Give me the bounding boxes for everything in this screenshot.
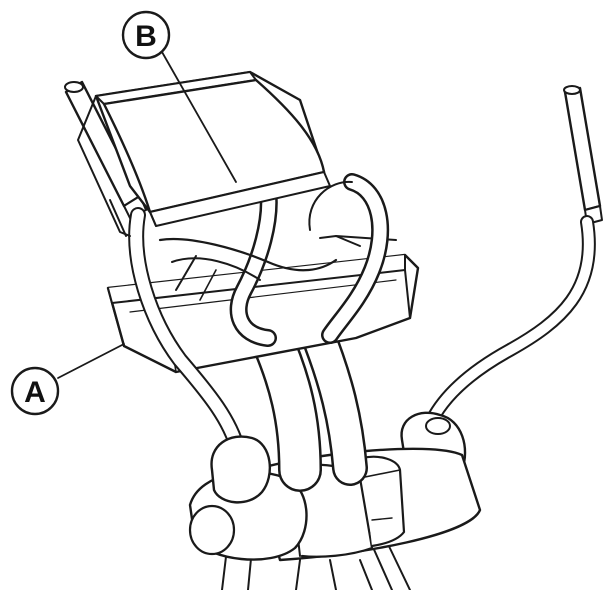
center-s-tube <box>229 181 278 347</box>
right-handle-grip <box>563 86 602 212</box>
callout-b-circle <box>121 10 171 60</box>
central-pivot <box>253 447 482 562</box>
left-handlebar <box>64 80 271 504</box>
callout-a-circle <box>10 366 60 416</box>
console-display <box>77 70 338 301</box>
callout-a-label: A <box>24 376 46 409</box>
right-s-tube <box>308 173 390 344</box>
leader-line-a <box>57 343 125 379</box>
left-pivot-cap <box>188 470 308 561</box>
callout-b-label: B <box>135 20 157 53</box>
callout-b: B <box>121 10 171 60</box>
leader-line-b <box>161 51 237 183</box>
callout-leaders <box>57 51 237 379</box>
right-handlebar <box>400 85 603 489</box>
callout-a: A <box>10 366 60 416</box>
